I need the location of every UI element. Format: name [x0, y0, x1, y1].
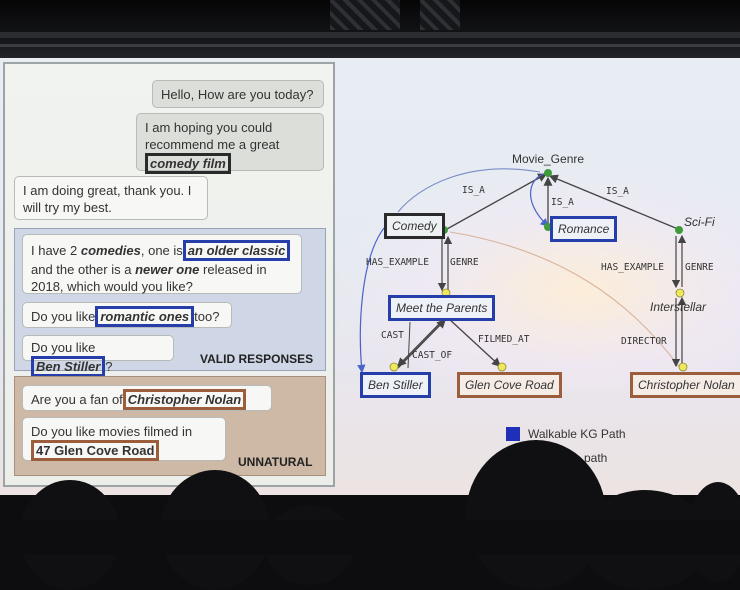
edge-label-genre: GENRE: [450, 257, 479, 268]
node-comedy: Comedy: [384, 213, 445, 239]
legend-swatch-walkable: [506, 427, 520, 441]
unnatural-label: UNNATURAL: [238, 455, 313, 469]
entity-highlight: Ben Stiller: [31, 356, 106, 377]
chat-bubble: I am hoping you could recommend me a gre…: [136, 113, 324, 174]
bubble-text: I have 2: [31, 243, 78, 258]
bubble-text: Hello, How are you today?: [161, 87, 314, 102]
entity-highlight: romantic ones: [95, 306, 195, 327]
edge-comedy-is-a: [446, 173, 548, 230]
bubble-text: I am hoping you could: [145, 120, 273, 135]
edge-label-is-a: IS_A: [606, 186, 629, 197]
edge-scifi-is-a: [548, 174, 679, 230]
node-dot-scifi: [675, 226, 683, 234]
bubble-text: newer one: [135, 262, 200, 277]
chat-bubble: Hello, How are you today?: [152, 80, 324, 108]
edge-label-has-example: HAS_EXAMPLE: [366, 257, 429, 268]
edge-label-cast: CAST: [381, 330, 404, 341]
bubble-text: too?: [194, 309, 220, 324]
entity-highlight: 47 Glen Cove Road: [31, 440, 160, 461]
bubble-text: 2018, which would you like?: [31, 279, 193, 294]
chat-bubble: Do you like movies filmed in 47 Glen Cov…: [22, 417, 226, 461]
edge-label-cast-of: CAST_OF: [412, 350, 453, 361]
ceiling-rail: [0, 32, 740, 38]
bubble-text: ?: [105, 359, 113, 374]
bubble-text: comedies: [80, 243, 141, 258]
node-interstellar: Interstellar: [650, 300, 707, 314]
ceiling-rail: [0, 44, 740, 47]
edge-unnatural-nolan: [449, 231, 681, 369]
node-romance: Romance: [550, 216, 618, 242]
edge-label-has-example: HAS_EXAMPLE: [601, 262, 664, 273]
bubble-text: recommend me a great: [145, 137, 280, 152]
edge-label-is-a: IS_A: [462, 185, 485, 196]
node-dot-ben-stiller: [389, 362, 399, 372]
edge-label-filmed-at: FILMED_AT: [478, 334, 530, 345]
edge-label-is-a: IS_A: [551, 197, 574, 208]
node-meet-the-parents: Meet the Parents: [388, 295, 496, 321]
audience-head: [466, 440, 606, 590]
node-ben-stiller: Ben Stiller: [360, 372, 431, 398]
edge-thin: [407, 321, 411, 369]
ceiling-truss: [330, 0, 400, 30]
bubble-text: I am doing great, thank you. I: [23, 183, 192, 198]
legend-walkable-label: Walkable KG Path: [528, 427, 626, 441]
bubble-text: , one is: [140, 243, 183, 258]
legend-other-label: path: [584, 451, 608, 465]
chat-bubble: I am doing great, thank you. I will try …: [14, 176, 208, 220]
edge-walk-ben-stiller: [357, 227, 385, 374]
edge-label-director: DIRECTOR: [621, 336, 667, 347]
valid-responses-label: VALID RESPONSES: [200, 352, 314, 366]
bubble-text: released in: [203, 262, 267, 277]
entity-highlight: Christopher Nolan: [122, 389, 247, 410]
edge-cast-of: [397, 319, 446, 369]
edge-filmed-at: [447, 317, 501, 367]
node-glen-cove-road: Glen Cove Road: [457, 372, 562, 398]
bubble-text: Do you like: [31, 340, 96, 355]
node-dot-nolan: [678, 362, 688, 372]
entity-highlight: comedy film: [145, 153, 231, 174]
node-dot-glen-cove: [497, 362, 507, 372]
edge-label-genre: GENRE: [685, 262, 714, 273]
node-dot-movie-genre: [544, 169, 552, 177]
knowledge-graph-edges: [357, 168, 688, 374]
audience-shadow: [0, 520, 740, 555]
bubble-text: and the other is a: [31, 262, 132, 277]
chat-bubble: Do you likeBen Stiller?: [22, 335, 174, 377]
node-christopher-nolan: Christopher Nolan: [630, 372, 740, 398]
node-movie-genre: Movie_Genre: [512, 152, 585, 166]
edge-walk-romance: [530, 172, 549, 227]
bubble-text: Do you like: [31, 309, 96, 324]
bubble-text: will try my best.: [23, 200, 112, 215]
node-scifi: Sci-Fi: [684, 215, 715, 229]
ceiling-truss: [420, 0, 460, 30]
bubble-text: Are you a fan of: [31, 392, 123, 407]
bubble-text: Do you like movies filmed in: [31, 424, 193, 439]
edge-walk-comedy: [397, 168, 541, 213]
entity-highlight: an older classic: [182, 240, 291, 261]
node-dot-interstellar: [675, 288, 685, 298]
